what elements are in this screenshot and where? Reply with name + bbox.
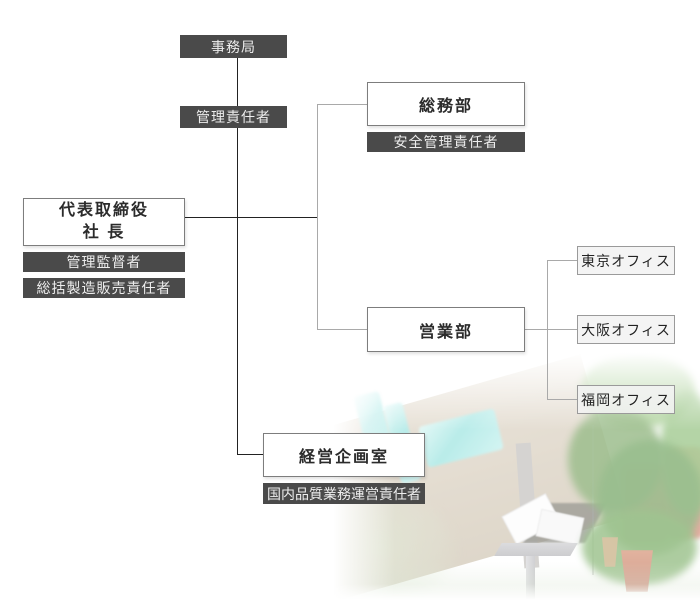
connector-secretariat-to-planning [237,57,238,455]
connector-to-tokyo-office [547,260,577,261]
connector-to-sales-dept [317,329,367,330]
node-secretariat: 事務局 [180,35,287,58]
small-pot-shape [602,537,618,567]
node-supervisor-label: 管理監督者 [23,252,185,272]
node-osaka-office: 大阪オフィス [577,315,675,344]
node-fukuoka-office: 福岡オフィス [577,385,675,414]
connector-offices-trunk [547,260,548,400]
president-label: 代表取締役 社 長 [59,200,149,244]
node-marketing-director-label: 総括製造販売責任者 [23,278,185,298]
president-label-line2: 社 長 [82,224,126,241]
connector-sales-to-offices [525,329,548,330]
node-management-officer: 管理責任者 [180,106,287,128]
node-safety-manager-label: 安全管理責任者 [367,132,525,152]
node-sales-dept: 営業部 [367,307,525,352]
node-general-affairs: 総務部 [367,82,525,126]
node-domestic-quality-manager-label: 国内品質業務運営責任者 [263,483,425,504]
node-president: 代表取締役 社 長 [23,198,185,246]
connector-to-general-affairs [317,104,367,105]
connector-trunk-departments [317,104,318,330]
president-label-line1: 代表取締役 [58,202,149,219]
node-tokyo-office: 東京オフィス [577,246,675,275]
connector-president-to-trunk [185,217,318,218]
connector-to-planning-office [237,454,264,455]
node-planning-office: 経営企画室 [263,433,425,477]
connector-to-fukuoka-office [547,399,577,400]
photo-fade-overlay [330,584,700,600]
connector-to-osaka-office [547,329,577,330]
